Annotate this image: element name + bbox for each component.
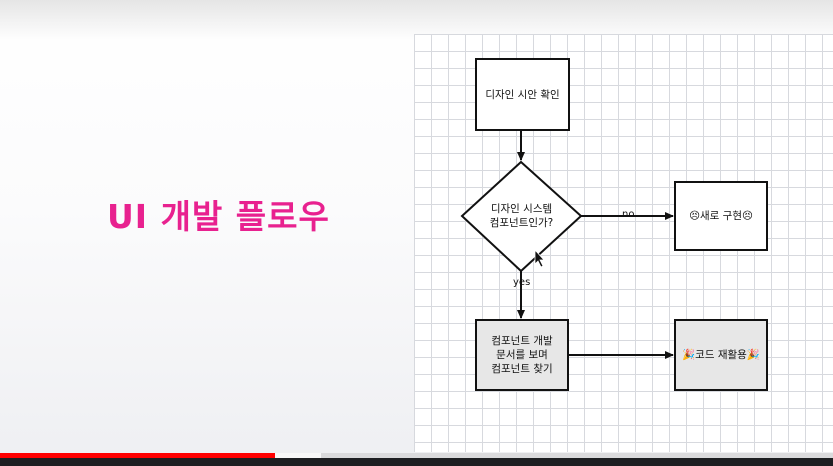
node-docs-line1: 컴포넌트 개발: [491, 335, 553, 347]
node-docs-label: 컴포넌트 개발 문서를 보며 컴포넌트 찾기: [476, 334, 568, 376]
node-decision-label: 디자인 시스템 컴포넌트인가?: [462, 202, 581, 230]
node-reuse: [674, 319, 768, 391]
slide-title: UI 개발 플로우: [107, 197, 330, 236]
node-new-impl: [674, 181, 768, 251]
node-new-impl-label: 😣새로 구현😣: [689, 210, 753, 222]
node-reuse-label: 🎉코드 재활용🎉: [682, 349, 760, 361]
node-review: [475, 58, 570, 131]
mouse-cursor-icon: [534, 248, 545, 268]
node-review-label: 디자인 시안 확인: [485, 89, 560, 101]
edge-yes-label: yes: [513, 277, 531, 288]
edge-no-label: no: [622, 209, 635, 220]
video-progress-bar[interactable]: [0, 453, 833, 458]
node-docs-line3: 컴포넌트 찾기: [491, 363, 553, 375]
node-docs-line2: 문서를 보며: [496, 349, 548, 361]
node-decision-line2: 컴포넌트인가?: [489, 217, 554, 229]
video-played-bar: [0, 453, 275, 458]
player-controls-bar: [0, 458, 833, 466]
node-decision-line1: 디자인 시스템: [490, 203, 553, 215]
top-shadow: [0, 0, 833, 40]
